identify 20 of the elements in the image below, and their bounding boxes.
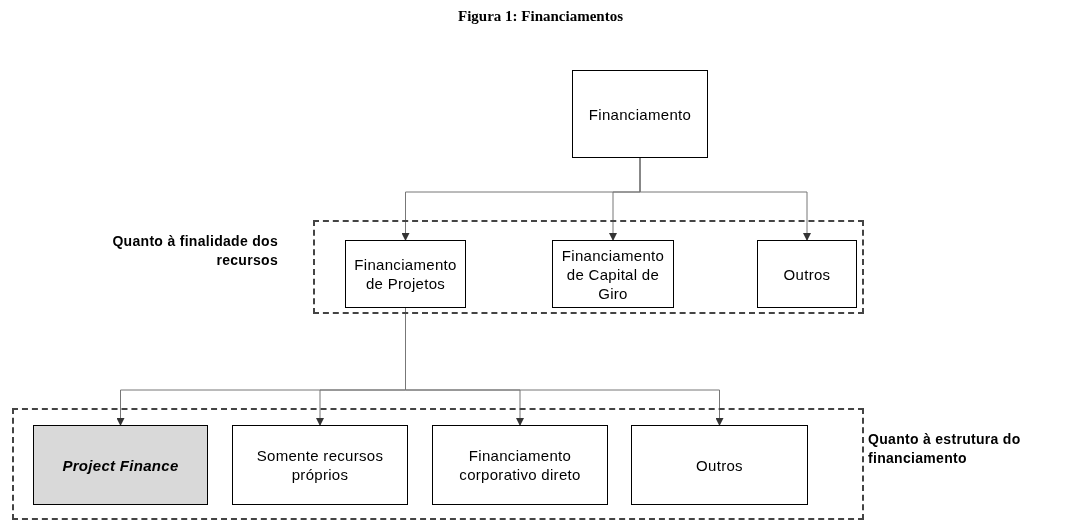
connector-arrow <box>639 157 811 241</box>
box-label: Financiamento <box>588 104 692 124</box>
category-box <box>631 425 808 505</box>
box-label: Financiamento de Capital de Giro <box>560 245 666 303</box>
category-box <box>232 425 408 505</box>
category-box <box>572 70 708 158</box>
box-label: Outros <box>783 264 831 284</box>
box-label: Somente recursos próprios <box>255 446 385 484</box>
category-box <box>432 425 608 505</box>
category-box <box>552 240 674 308</box>
category-box <box>33 425 208 505</box>
box-label: Project Finance <box>62 455 179 475</box>
group-heading: Quanto à estrutura do financiamento <box>868 430 1022 468</box>
box-label: Financiamento corporativo direto <box>458 446 582 484</box>
category-box <box>757 240 857 308</box>
figure-title: Figura 1: Financiamentos <box>457 8 624 25</box>
category-box <box>345 240 466 308</box>
group-heading: Quanto à finalidade dos recursos <box>111 232 278 270</box>
box-label: Financiamento de Projetos <box>353 255 458 293</box>
box-label: Outros <box>696 455 743 475</box>
